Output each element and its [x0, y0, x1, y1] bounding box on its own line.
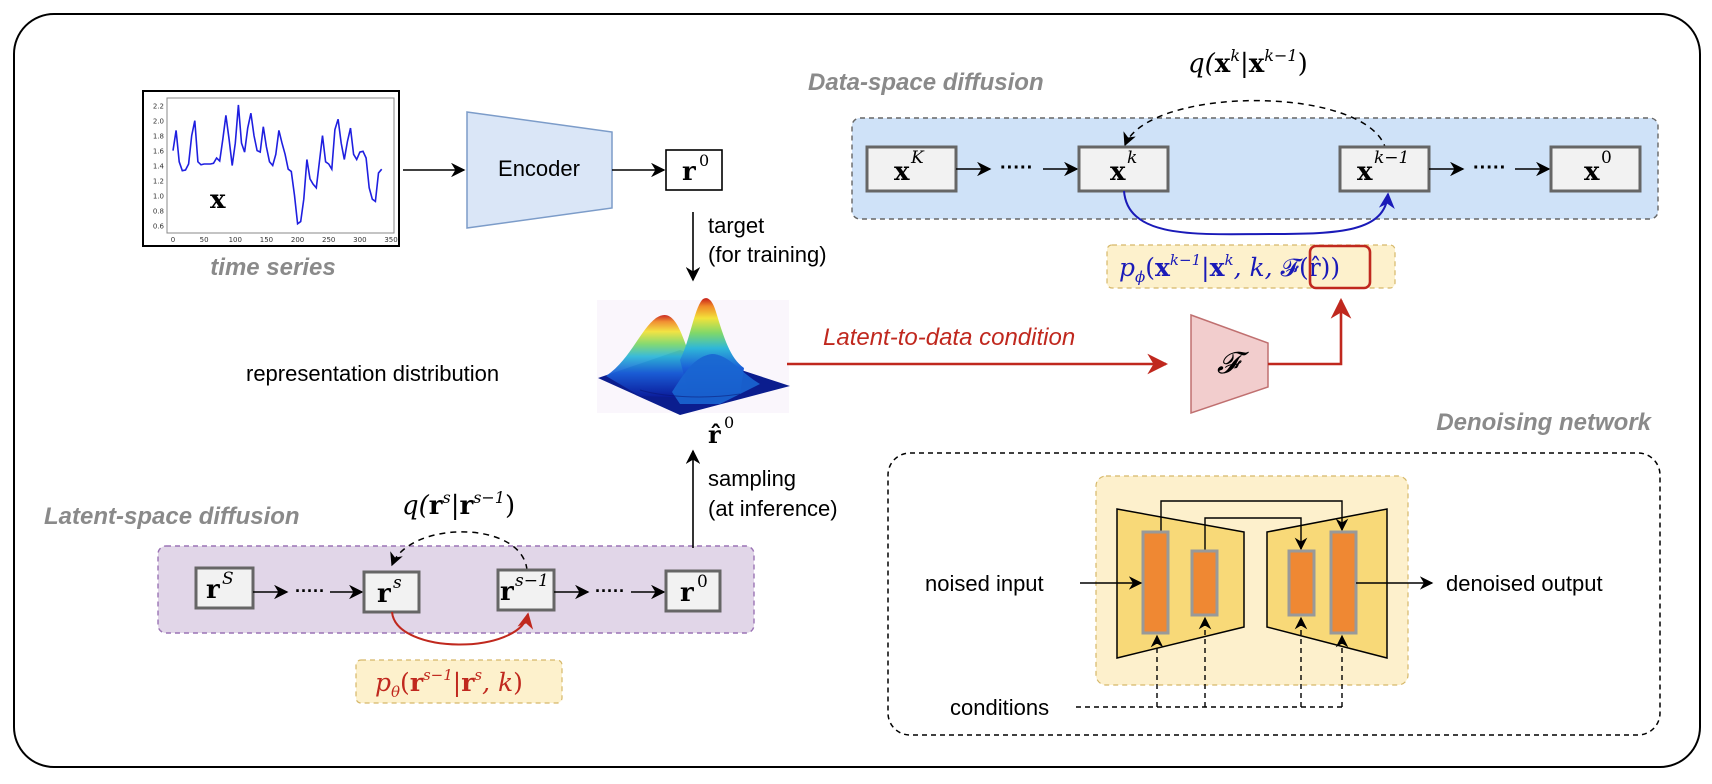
data-ellipsis-2: ·····: [1473, 157, 1506, 179]
latent-reverse-label-box: [355, 659, 563, 704]
svg-text:k−1: k−1: [1374, 148, 1409, 168]
svg-text:pθ(rs−1|rs, k): pθ(rs−1|rs, k): [375, 666, 523, 701]
y-tick-label: 1.2: [153, 177, 164, 185]
data-space-forward-label: q(xk|xk−1): [1188, 46, 1308, 79]
svg-text:S: S: [222, 569, 234, 589]
skip-connection-inner: [1204, 517, 1308, 551]
denoised-output-label: denoised output: [1446, 571, 1603, 596]
svg-text:x: x: [894, 157, 910, 187]
noised-input-label: noised input: [925, 571, 1044, 596]
time-series-variable-label: x: [210, 185, 226, 215]
svg-text:x: x: [1357, 157, 1373, 187]
svg-text:r: r: [682, 157, 696, 187]
y-tick-label: 0.6: [153, 222, 165, 230]
svg-text:0: 0: [697, 572, 708, 592]
sampling-label-line2: (at inference): [708, 496, 838, 521]
svg-text:r̂: r̂: [708, 420, 721, 449]
y-tick-label: 2.0: [153, 118, 164, 126]
y-tick-label: 1.0: [153, 192, 164, 200]
svg-text:q(rs|rs−1): q(rs|rs−1): [402, 488, 515, 521]
time-series-line: [172, 104, 383, 226]
r-hat-0-label: r̂ 0: [708, 413, 734, 449]
x-tick-label: 200: [291, 236, 304, 244]
y-tick-label: 1.8: [153, 133, 164, 141]
data-node-xK[interactable]: x K: [865, 145, 958, 193]
sampling-label-line1: sampling: [708, 466, 796, 491]
data-space-title: Data-space diffusion: [808, 69, 1044, 96]
x-tick-label: 300: [353, 236, 366, 244]
latent-node-r0[interactable]: r 0: [664, 569, 722, 613]
svg-text:k: k: [1127, 148, 1137, 168]
svg-text:x: x: [1584, 157, 1600, 187]
svg-text:0: 0: [699, 151, 709, 170]
latent-ellipsis-2: ·····: [595, 581, 625, 601]
condition-highlight-box: [1308, 244, 1372, 290]
data-node-xk[interactable]: x k: [1077, 145, 1170, 193]
r0-target-node[interactable]: r 0: [665, 149, 723, 191]
latent-space-forward-label: q(rs|rs−1): [402, 488, 515, 521]
skip-connection-outer: [1160, 500, 1349, 532]
target-label-line2: (for training): [708, 242, 827, 267]
denoising-title: Denoising network: [1436, 409, 1652, 436]
x-tick-label: 250: [322, 236, 335, 244]
f-mapping-block[interactable]: 𝓕: [1190, 313, 1269, 415]
latent-node-rS[interactable]: r S: [194, 566, 255, 610]
latent-to-data-label: Latent-to-data condition: [823, 324, 1075, 351]
data-reverse-arc: [1123, 190, 1395, 236]
x-tick-label: 150: [260, 236, 273, 244]
data-node-xk-minus-1[interactable]: x k−1: [1338, 145, 1431, 193]
svg-text:K: K: [910, 148, 925, 168]
svg-text:s−1: s−1: [515, 571, 549, 591]
svg-text:r: r: [206, 575, 220, 605]
unet-block-3: [1287, 549, 1316, 617]
data-space-container: [851, 117, 1659, 220]
unet-block-2: [1190, 549, 1219, 617]
svg-text:q(xk|xk−1): q(xk|xk−1): [1188, 46, 1308, 79]
distribution-surface-image: [597, 298, 790, 415]
data-node-x0[interactable]: x 0: [1549, 145, 1642, 193]
svg-text:pϕ(xk−1|xk, k, 𝓕(r̂)): pϕ(xk−1|xk, k, 𝓕(r̂)): [1119, 251, 1340, 286]
x-tick-label: 350: [384, 236, 397, 244]
x-tick-label: 50: [200, 236, 209, 244]
y-tick-label: 0.8: [153, 207, 164, 215]
y-tick-label: 1.6: [153, 148, 165, 156]
x-tick-label: 0: [171, 236, 175, 244]
latent-node-rs-minus-1[interactable]: r s−1: [496, 568, 556, 612]
target-label-line1: target: [708, 213, 764, 238]
condition-lines: [1076, 616, 1349, 708]
latent-space-title: Latent-space diffusion: [44, 503, 300, 530]
x-tick-label: 100: [229, 236, 242, 244]
svg-text:x: x: [1110, 157, 1126, 187]
latent-space-container: [157, 545, 755, 634]
latent-reverse-arc: [391, 611, 534, 646]
conditions-label: conditions: [950, 695, 1049, 720]
denoising-container: [887, 452, 1661, 736]
latent-reverse-label: pθ(rs−1|rs, k): [375, 666, 523, 701]
data-reverse-label-box: [1106, 244, 1396, 289]
svg-text:r: r: [377, 579, 391, 609]
representation-distribution-label: representation distribution: [246, 361, 499, 386]
unet-block-4: [1329, 530, 1358, 635]
f-to-condition-arrow: [1268, 297, 1352, 366]
latent-forward-arc: [390, 531, 528, 571]
unet-block-1: [1141, 530, 1170, 635]
latent-ellipsis-1: ·····: [295, 581, 325, 601]
x-tick-labels: 0 50 100 150 200 250 300 350: [171, 236, 398, 244]
svg-text:s: s: [393, 573, 402, 593]
data-ellipsis-1: ·····: [1000, 157, 1033, 179]
y-tick-label: 1.4: [153, 163, 165, 171]
svg-text:r: r: [500, 577, 514, 607]
data-reverse-label: pϕ(xk−1|xk, k, 𝓕(r̂)): [1119, 251, 1340, 286]
svg-text:r: r: [680, 578, 694, 608]
encoder-label: Encoder: [498, 156, 580, 181]
data-forward-arc: [1123, 99, 1387, 151]
svg-text:0: 0: [724, 413, 734, 432]
latent-node-rs[interactable]: r s: [362, 570, 421, 614]
svg-text:0: 0: [1601, 148, 1612, 168]
time-series-caption: time series: [210, 254, 335, 281]
time-series-plot: 2.2 2.0 1.8 1.6 1.4 1.2 1.0 0.8 0.6 0 50 100 150 200…: [142, 90, 400, 247]
y-tick-label: 2.2: [153, 103, 164, 111]
encoder-block[interactable]: Encoder: [466, 111, 613, 229]
y-tick-labels: 2.2 2.0 1.8 1.6 1.4 1.2 1.0 0.8 0.6: [153, 103, 165, 231]
